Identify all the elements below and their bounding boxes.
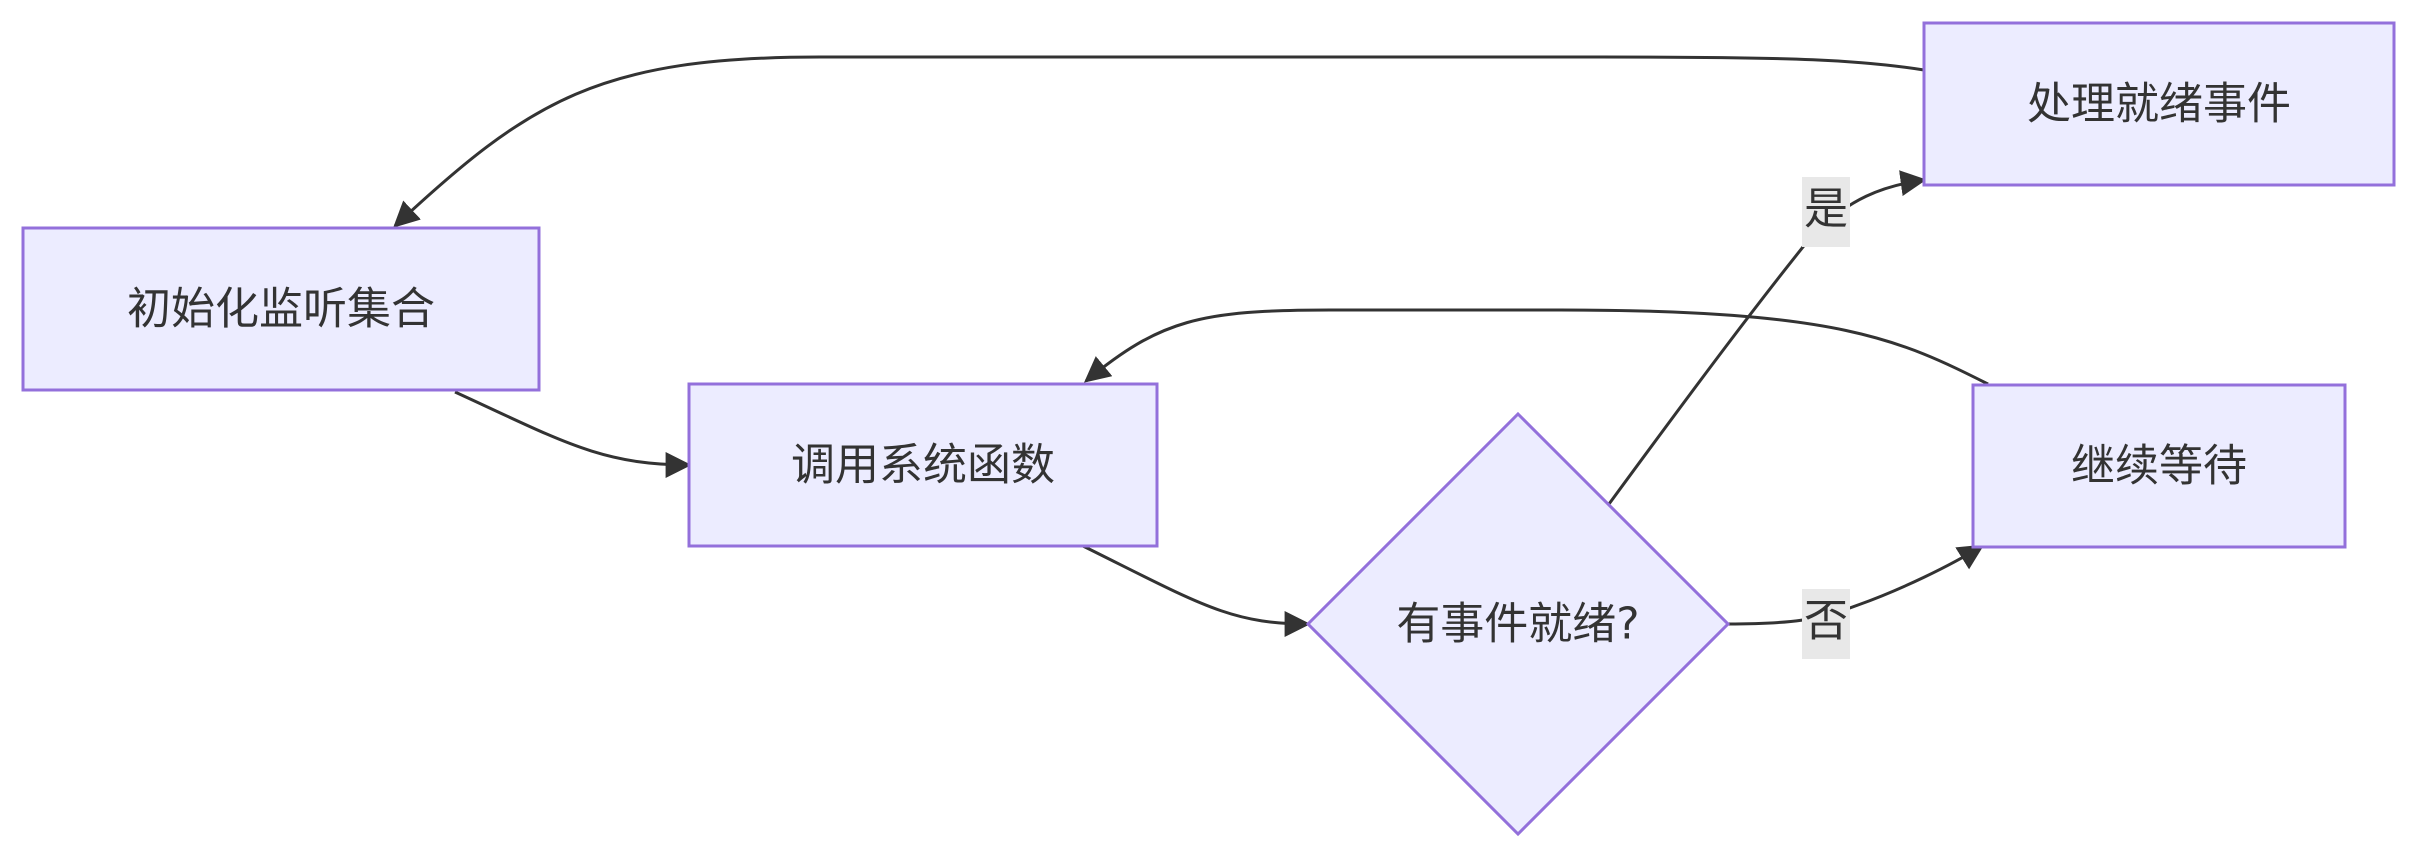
edge-wait-to-call	[1083, 308, 1989, 386]
edge-label-no: 否	[1802, 589, 1850, 659]
node-wait[interactable]: 继续等待	[1971, 383, 2347, 549]
svg-text:继续等待: 继续等待	[2071, 441, 2247, 492]
node-call[interactable]: 调用系统函数	[687, 382, 1159, 548]
edge-init-to-call	[454, 390, 692, 478]
svg-text:是: 是	[1804, 184, 1848, 235]
node-decision[interactable]: 有事件就绪?	[1305, 411, 1731, 837]
node-init[interactable]: 初始化监听集合	[21, 226, 541, 392]
svg-text:处理就绪事件: 处理就绪事件	[2027, 79, 2291, 130]
edge-process-to-init	[393, 55, 1925, 228]
svg-text:否: 否	[1804, 596, 1848, 647]
svg-text:有事件就绪?: 有事件就绪?	[1396, 599, 1639, 650]
edge-label-yes: 是	[1802, 177, 1850, 247]
edge-decision-to-wait	[1727, 544, 1985, 626]
svg-text:初始化监听集合: 初始化监听集合	[127, 284, 435, 335]
edges	[393, 55, 1989, 637]
node-process[interactable]: 处理就绪事件	[1922, 21, 2396, 187]
edge-call-to-decision	[1082, 544, 1311, 637]
svg-text:调用系统函数: 调用系统函数	[791, 440, 1055, 491]
edge-decision-to-process	[1607, 170, 1927, 505]
